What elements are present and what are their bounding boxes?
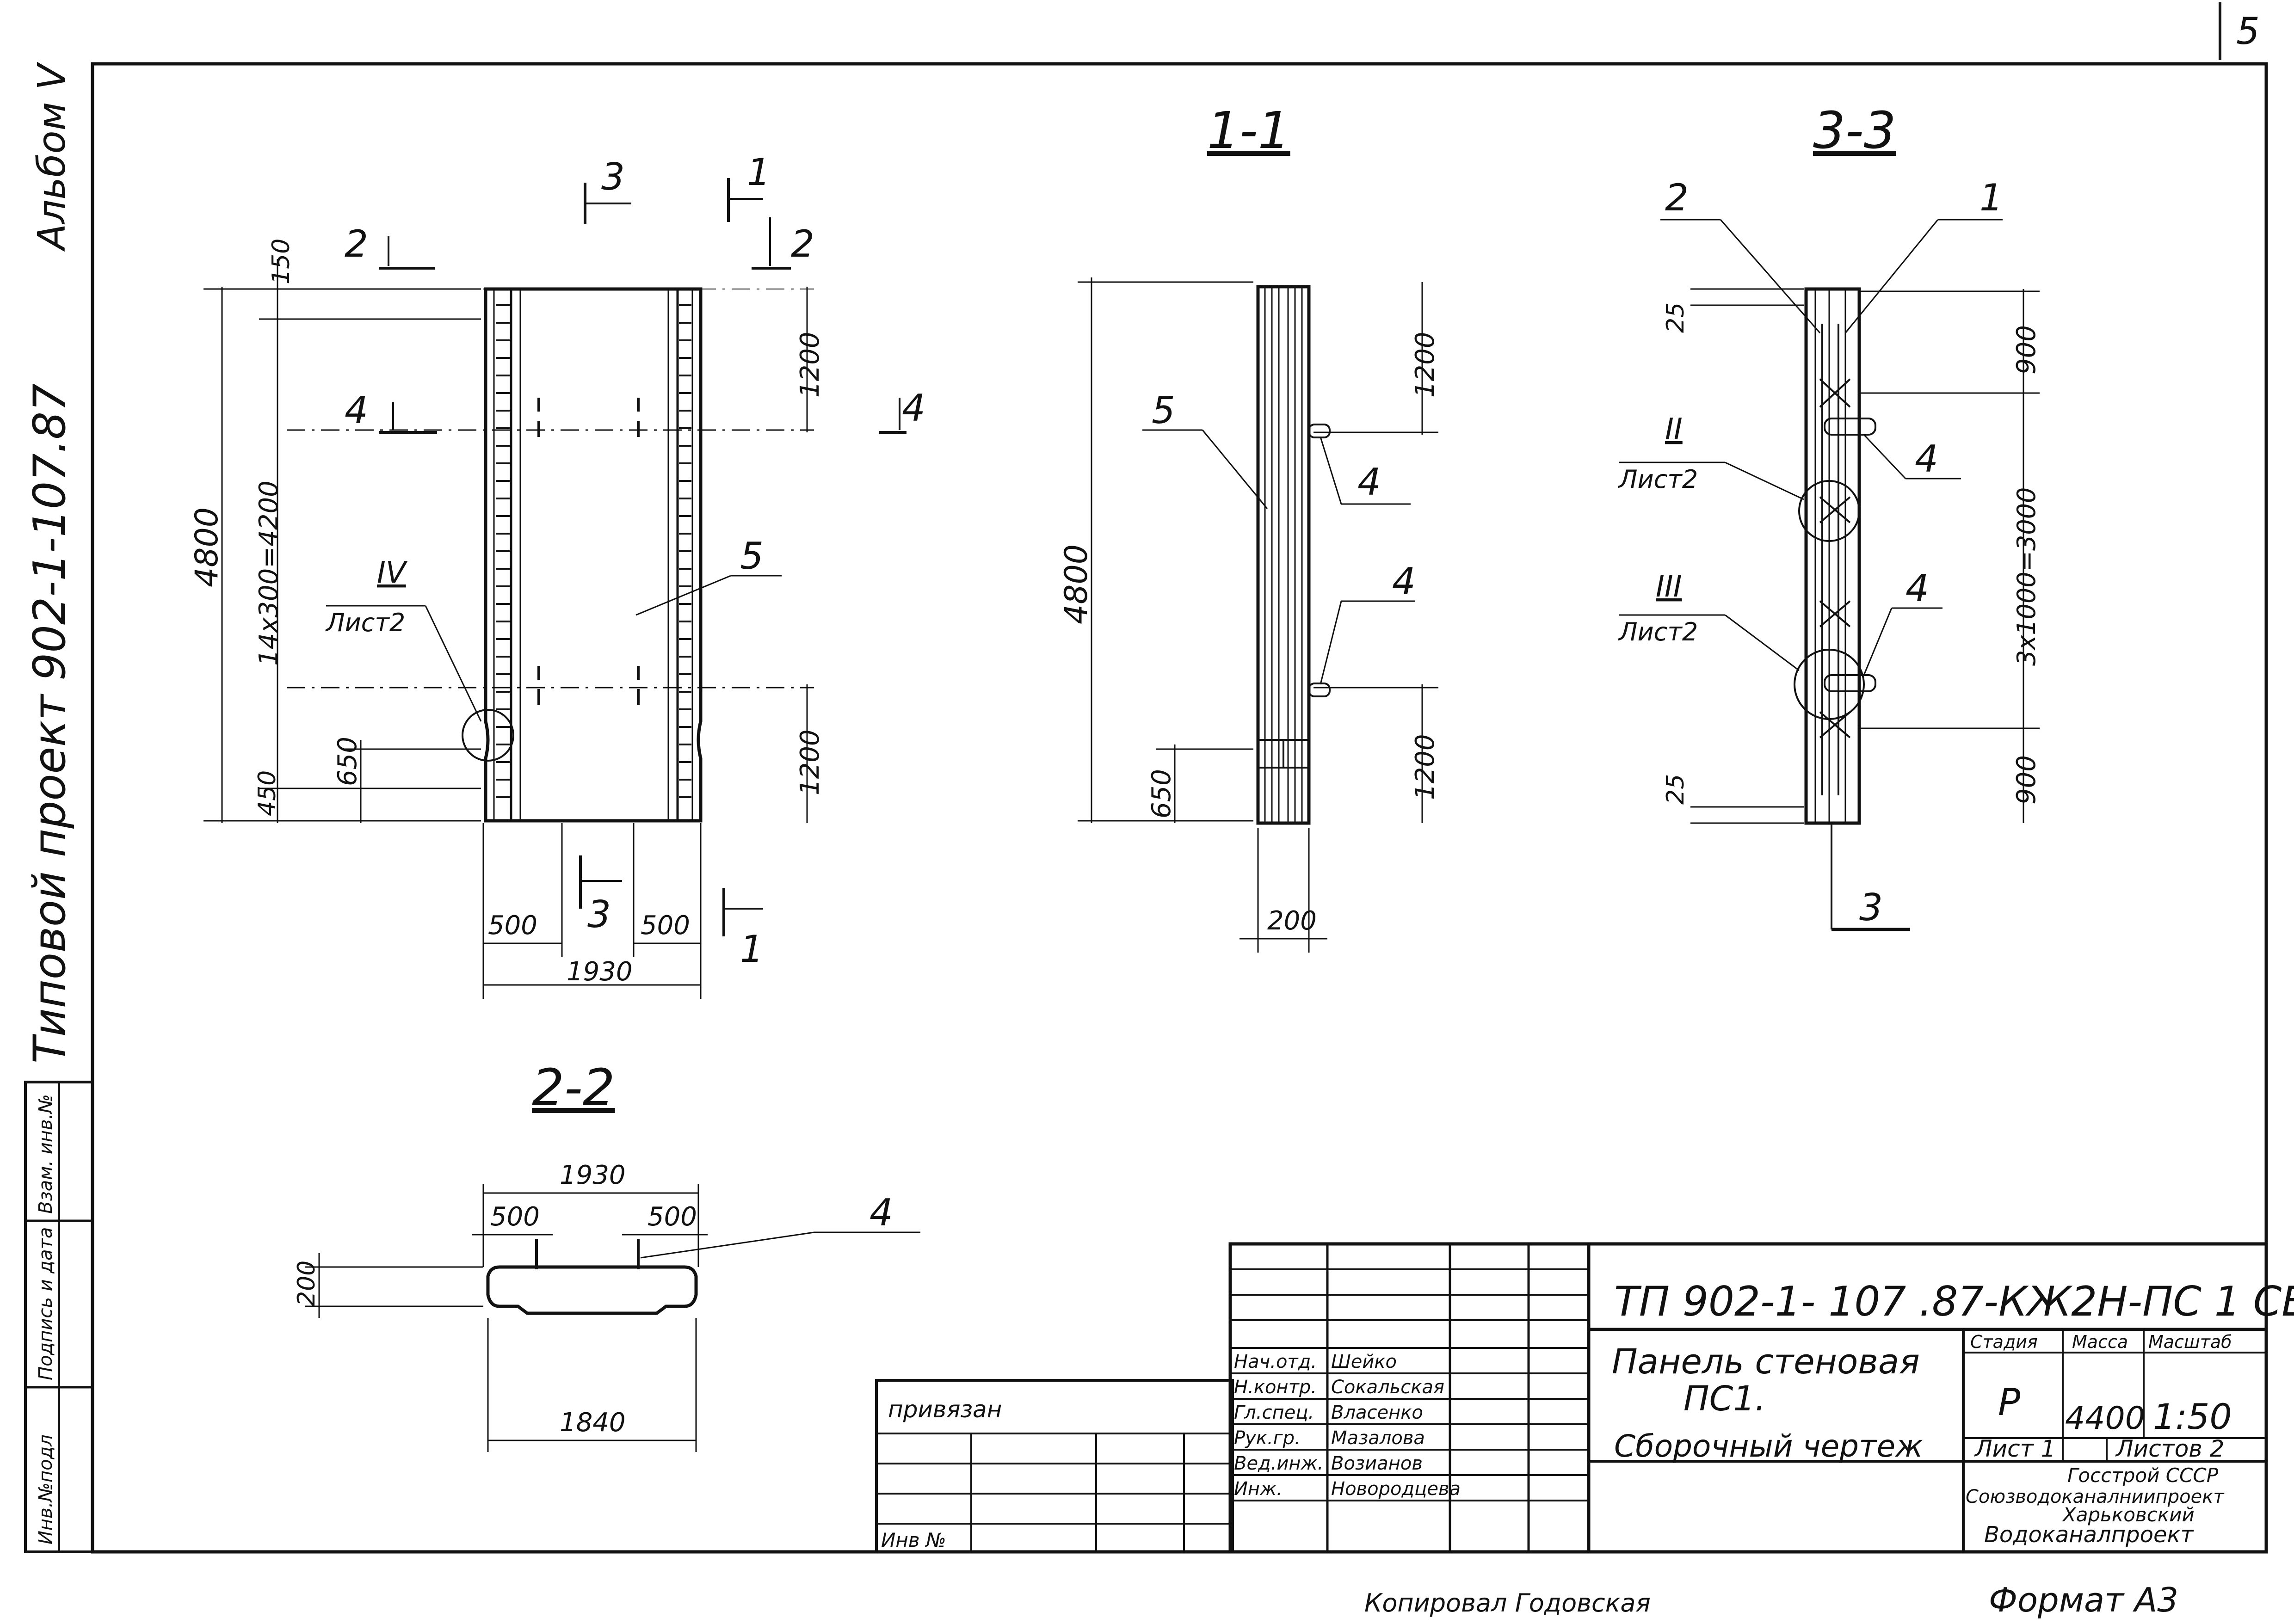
cut-2-right: 2 bbox=[791, 222, 814, 265]
pos-4-top-s11: 4 bbox=[1357, 461, 1381, 504]
side-labels: Альбом V Типовой проект 902-1-107.87 bbox=[25, 62, 75, 1064]
dim-650: 650 bbox=[333, 737, 363, 786]
sheet-label: Лист 1 bbox=[1974, 1435, 2055, 1462]
section-2-2-title: 2-2 bbox=[532, 1058, 615, 1117]
tb-name: Новородцева bbox=[1331, 1478, 1461, 1500]
dim-1200-top: 1200 bbox=[795, 332, 825, 398]
callout-iii: III bbox=[1656, 570, 1682, 604]
tb-role: Н.контр. bbox=[1234, 1377, 1317, 1398]
title-block: ТП 902-1- 107 .87-КЖ2Н-ПС 1 СБ Панель ст… bbox=[875, 1242, 2294, 1554]
tb-role: Рук.гр. bbox=[1234, 1427, 1301, 1449]
dim-25-top: 25 bbox=[1662, 302, 1690, 333]
pos-5-front: 5 bbox=[740, 535, 764, 578]
dim-200-s11: 200 bbox=[1267, 906, 1317, 936]
tb-role: Гл.спец. bbox=[1234, 1402, 1314, 1423]
scale-header: Масштаб bbox=[2148, 1332, 2232, 1352]
dim-1200-bottom-s11: 1200 bbox=[1410, 734, 1440, 800]
cut-1-top: 1 bbox=[747, 151, 771, 194]
tb-name: Шейко bbox=[1331, 1351, 1397, 1372]
cut-1-bottom: 1 bbox=[740, 928, 764, 971]
section-3-3: 3-3 3 25 25 900 900 3x1000 bbox=[1618, 101, 2041, 931]
mass-header: Масса bbox=[2072, 1332, 2128, 1352]
section-1-1: 1-1 4800 650 1200 1200 200 5 4 bbox=[1058, 101, 1440, 953]
dim-4200: 14x300=4200 bbox=[254, 480, 284, 666]
org-line-3: Харьковский bbox=[2062, 1503, 2195, 1526]
dim-500-right: 500 bbox=[641, 910, 690, 941]
tb-name: Возианов bbox=[1331, 1453, 1423, 1474]
pos-2-s33: 2 bbox=[1665, 176, 1689, 219]
section-1-1-title: 1-1 bbox=[1207, 101, 1290, 160]
copied-by: Копировал Годовская bbox=[1364, 1588, 1651, 1618]
tb-name: Мазалова bbox=[1331, 1427, 1425, 1449]
scale-value: 1:50 bbox=[2153, 1396, 2232, 1437]
org-line-2: Союзводоканалниипроект bbox=[1966, 1486, 2225, 1507]
cut-3-s33: 3 bbox=[1859, 886, 1883, 929]
callout-iv-sheet: Лист2 bbox=[325, 608, 405, 637]
dim-1930-s22: 1930 bbox=[560, 1160, 626, 1190]
stamp-signature: Подпись и дата bbox=[35, 1227, 56, 1380]
project-label: Типовой проект 902-1-107.87 bbox=[25, 383, 75, 1064]
dim-450: 450 bbox=[253, 770, 281, 816]
org-line-1: Госстрой СССР bbox=[2067, 1464, 2219, 1487]
title-line-1: Панель стеновая bbox=[1612, 1342, 1920, 1382]
dim-4800: 4800 bbox=[189, 507, 225, 587]
title-line-2: ПС1. bbox=[1684, 1379, 1766, 1419]
dim-1840: 1840 bbox=[560, 1408, 626, 1438]
cut-3-bottom: 3 bbox=[587, 893, 611, 936]
album-label: Альбом V bbox=[30, 62, 74, 252]
cut-4-right: 4 bbox=[902, 387, 925, 430]
dim-650-s11: 650 bbox=[1147, 769, 1177, 818]
pos-1-s33: 1 bbox=[1980, 176, 2003, 219]
mass-value: 4400 bbox=[2065, 1400, 2145, 1437]
sheets-label: Листов 2 bbox=[2115, 1435, 2224, 1462]
dim-1200-bottom: 1200 bbox=[795, 729, 825, 795]
dim-150: 150 bbox=[267, 239, 295, 284]
stage-header: Стадия bbox=[1970, 1332, 2038, 1352]
inv-no-label: Инв № bbox=[881, 1529, 946, 1551]
section-3-3-title: 3-3 bbox=[1813, 101, 1896, 160]
tb-name: Власенко bbox=[1331, 1402, 1423, 1423]
dim-1930: 1930 bbox=[567, 957, 633, 987]
drawing-code: ТП 902-1- 107 .87-КЖ2Н-ПС 1 СБ bbox=[1614, 1278, 2294, 1325]
dim-25-bottom: 25 bbox=[1662, 774, 1690, 805]
dim-1200-top-s11: 1200 bbox=[1410, 332, 1440, 398]
dim-200-s22: 200 bbox=[293, 1261, 321, 1306]
tb-name: Сокальская bbox=[1331, 1377, 1444, 1398]
title-line-3: Сборочный чертеж bbox=[1614, 1428, 1923, 1464]
callout-ii: II bbox=[1665, 412, 1683, 447]
callout-iii-sheet: Лист2 bbox=[1618, 617, 1698, 646]
dim-500-right-s22: 500 bbox=[648, 1202, 697, 1232]
dim-900-top: 900 bbox=[2011, 325, 2041, 375]
cut-3-top: 3 bbox=[601, 155, 625, 198]
dim-3000: 3x1000=3000 bbox=[2012, 487, 2041, 666]
tb-role: Вед.инж. bbox=[1234, 1453, 1323, 1474]
side-stamp: Инв.№подл Подпись и дата Взам. инв.№ bbox=[24, 1081, 94, 1553]
tb-role: Инж. bbox=[1234, 1478, 1283, 1500]
dim-500-left-s22: 500 bbox=[490, 1202, 540, 1232]
pos-4-bottom-s11: 4 bbox=[1392, 560, 1416, 603]
dim-900-bottom: 900 bbox=[2011, 755, 2041, 805]
dim-500-left: 500 bbox=[488, 910, 537, 941]
front-view: 150 4800 14x300=4200 650 450 1200 1200 5… bbox=[189, 151, 925, 999]
pos-4-top-s33: 4 bbox=[1915, 437, 1938, 480]
pos-5-s11: 5 bbox=[1152, 389, 1175, 432]
stamp-inv-orig: Инв.№подл bbox=[35, 1434, 56, 1544]
cut-4-left: 4 bbox=[345, 389, 368, 432]
linked-label: привязан bbox=[888, 1396, 1002, 1423]
tb-role: Нач.отд. bbox=[1234, 1351, 1317, 1372]
section-2-2: 2-2 1930 500 500 200 1840 4 bbox=[293, 1058, 920, 1452]
callout-iv: IV bbox=[377, 556, 408, 590]
cut-2-left: 2 bbox=[345, 222, 368, 265]
dim-4800-s11: 4800 bbox=[1058, 544, 1095, 624]
sheet-number: 5 bbox=[2236, 10, 2260, 53]
stage-value: Р bbox=[1998, 1381, 2021, 1424]
org-line-4: Водоканалпроект bbox=[1984, 1522, 2194, 1548]
callout-ii-sheet: Лист2 bbox=[1618, 465, 1698, 494]
stamp-replace-inv: Взам. инв.№ bbox=[35, 1094, 56, 1214]
format-label: Формат А3 bbox=[1989, 1581, 2178, 1619]
pos-4-bottom-s33: 4 bbox=[1906, 567, 1929, 610]
pos-4-s22: 4 bbox=[870, 1191, 893, 1234]
